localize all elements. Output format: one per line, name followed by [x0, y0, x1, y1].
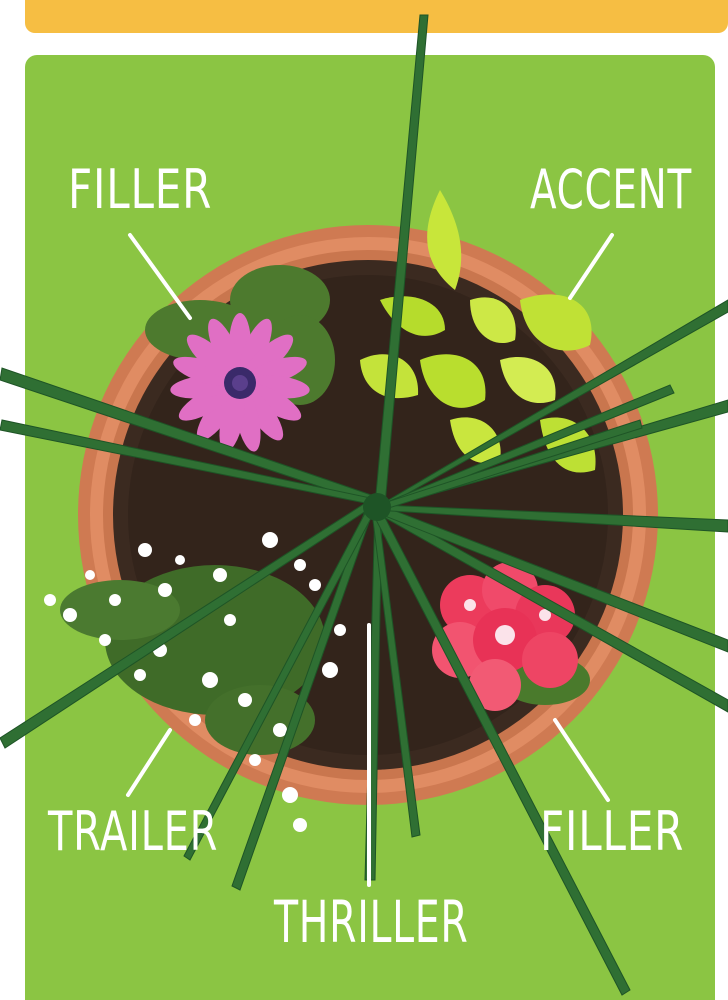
label-filler-top-left-text: FILLER — [68, 158, 212, 221]
label-trailer-bottom-left-text: TRAILER — [48, 800, 218, 863]
label-filler-top-left: FILLER — [68, 158, 212, 221]
label-accent-top-right-text: ACCENT — [530, 158, 692, 221]
label-thriller-bottom-center: THRILLER — [274, 888, 469, 956]
label-trailer-bottom-left: TRAILER — [48, 800, 218, 863]
label-accent-top-right: ACCENT — [530, 158, 692, 221]
label-filler-bottom-right-text: FILLER — [540, 800, 684, 863]
label-thriller-bottom-center-text: THRILLER — [274, 888, 469, 956]
label-filler-bottom-right: FILLER — [540, 800, 684, 863]
